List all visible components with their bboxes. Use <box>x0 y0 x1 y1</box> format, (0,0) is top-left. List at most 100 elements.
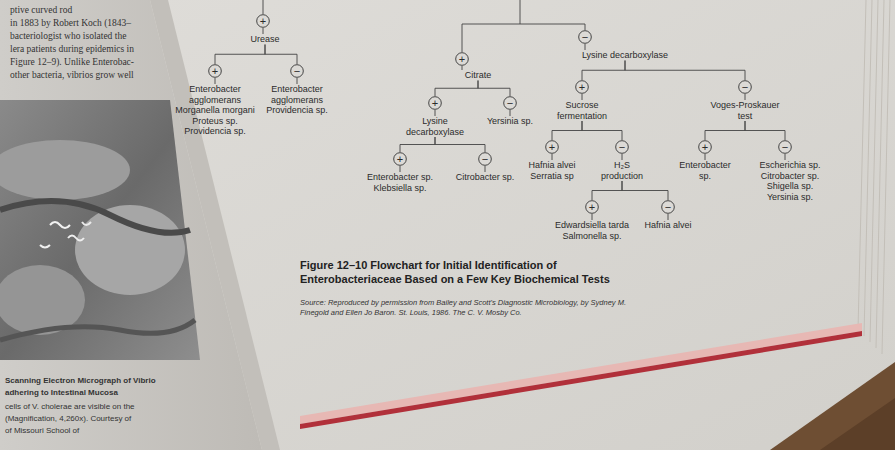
label-text: cells of V. cholerae are visible on the <box>5 402 135 411</box>
page-edge <box>858 0 866 330</box>
node-text: Enterobacter sp. <box>675 160 735 181</box>
sign-text: − <box>478 152 492 166</box>
mucosa-fold <box>75 205 185 295</box>
test-or-result-text: Yersinia sp. <box>482 116 538 127</box>
branch-connector <box>585 44 586 50</box>
vibrio-cell <box>82 222 91 225</box>
label-text: Scanning Electron Micrograph of Vibrio <box>5 376 156 385</box>
sign-text: − <box>661 200 675 214</box>
circle-shape <box>699 141 712 154</box>
branch-connector <box>582 94 583 100</box>
label-text: bacteriologist who isolated the <box>10 31 126 41</box>
test-or-result-text: H₂S production <box>594 160 650 181</box>
branch-connector <box>215 78 216 84</box>
circle-shape <box>291 65 304 78</box>
page-edge <box>882 0 890 354</box>
circle-shape <box>779 141 792 154</box>
circle-shape <box>257 15 270 28</box>
result-circle: + <box>428 96 442 110</box>
circle-shape <box>739 81 752 94</box>
label-text: in 1883 by Robert Koch (1843– <box>10 18 131 28</box>
branch-line <box>462 0 585 52</box>
sign-text: + <box>585 200 599 214</box>
sign-text: + <box>208 64 222 78</box>
result-circle: + <box>455 52 469 66</box>
result-circle: − <box>578 30 592 44</box>
circle-shape <box>546 141 559 154</box>
caption-text: Figure 12–10 Flowchart for Initial Ident… <box>300 259 610 285</box>
sign-text: + <box>698 140 712 154</box>
result-circle: − <box>478 152 492 166</box>
label-text: of Missouri School of <box>5 426 79 435</box>
label-text: other bacteria, vibrios grow well <box>10 70 134 80</box>
test-or-result-text: Enterobacter sp. <box>675 160 735 181</box>
node-text: Lysine decarboxylase <box>403 116 467 137</box>
body-text-line: bacteriologist who isolated the <box>10 30 126 42</box>
node-text: Edwardsiella tarda Salmonella sp. <box>550 220 634 241</box>
branch-connector <box>485 166 486 172</box>
circle-shape <box>586 201 599 214</box>
result-circle: + <box>585 200 599 214</box>
branch-connector <box>462 66 463 70</box>
node-text: Enterobacter agglomerans Morganella morg… <box>175 84 255 137</box>
branch-connector <box>592 181 622 200</box>
circle-shape <box>616 141 629 154</box>
label-text: Figure 12–9). Unlike Enterobac- <box>10 57 134 67</box>
sign-text: + <box>428 96 442 110</box>
vibrio-cell <box>40 245 50 248</box>
tree-trunk-lines <box>263 0 585 52</box>
result-circle: − <box>738 80 752 94</box>
branch-connector <box>622 154 623 160</box>
node-text: Escherichia sp. Citrobacter sp. Shigella… <box>752 160 828 202</box>
sign-text: − <box>503 96 517 110</box>
page-edge <box>864 0 872 336</box>
branch-connector <box>263 28 264 34</box>
result-circle: + <box>208 64 222 78</box>
label-text: (Magnification, 4,260x). Courtesy of <box>5 414 131 423</box>
result-circle: + <box>575 80 589 94</box>
test-or-result-text: Citrate <box>453 70 503 81</box>
branch-connector <box>592 214 593 220</box>
result-circle: + <box>256 14 270 28</box>
sign-text: + <box>393 152 407 166</box>
circle-shape <box>662 201 675 214</box>
figure-caption-line: cells of V. cholerae are visible on the <box>5 402 135 413</box>
circle-shape <box>209 65 222 78</box>
test-or-result-text: Citrobacter sp. <box>453 172 517 183</box>
test-or-result-text: Edwardsiella tarda Salmonella sp. <box>550 220 634 241</box>
body-text-line: in 1883 by Robert Koch (1843– <box>10 17 131 29</box>
vibrio-cell <box>50 222 70 228</box>
node-text: Citrate <box>453 70 503 81</box>
node-text: Voges-Proskauer test <box>705 100 785 121</box>
rule-band <box>300 323 862 424</box>
label-text: ptive curved rod <box>10 5 72 15</box>
sign-text: − <box>578 30 592 44</box>
sign-text: − <box>615 140 629 154</box>
test-or-result-text: Escherichia sp. Citrobacter sp. Shigella… <box>752 160 828 202</box>
circle-shape <box>479 153 492 166</box>
branch-connector <box>435 81 478 97</box>
branch-connector <box>552 121 582 140</box>
circle-shape <box>579 31 592 44</box>
branch-connector <box>622 181 668 200</box>
label-text: adhering to Intestinal Mucosa <box>5 388 118 397</box>
branch-connector <box>552 154 553 160</box>
branch-connector <box>582 61 625 81</box>
sign-text: + <box>455 52 469 66</box>
branch-connector <box>745 94 746 100</box>
result-circle: − <box>778 140 792 154</box>
test-or-result-text: Hafnia alvei <box>640 220 696 231</box>
page-edge <box>876 0 884 348</box>
result-circle: − <box>290 64 304 78</box>
result-circle: + <box>545 140 559 154</box>
node-text: Hafnia alvei <box>640 220 696 231</box>
vibrio-cell <box>68 236 84 241</box>
branch-connector <box>705 154 706 160</box>
sign-text: − <box>290 64 304 78</box>
sign-text: + <box>545 140 559 154</box>
electron-micrograph <box>0 100 200 360</box>
source-note: Source: Reproduced by permission from Ba… <box>300 298 640 318</box>
node-text: Enterobacter sp. Klebsiella sp. <box>363 172 437 193</box>
